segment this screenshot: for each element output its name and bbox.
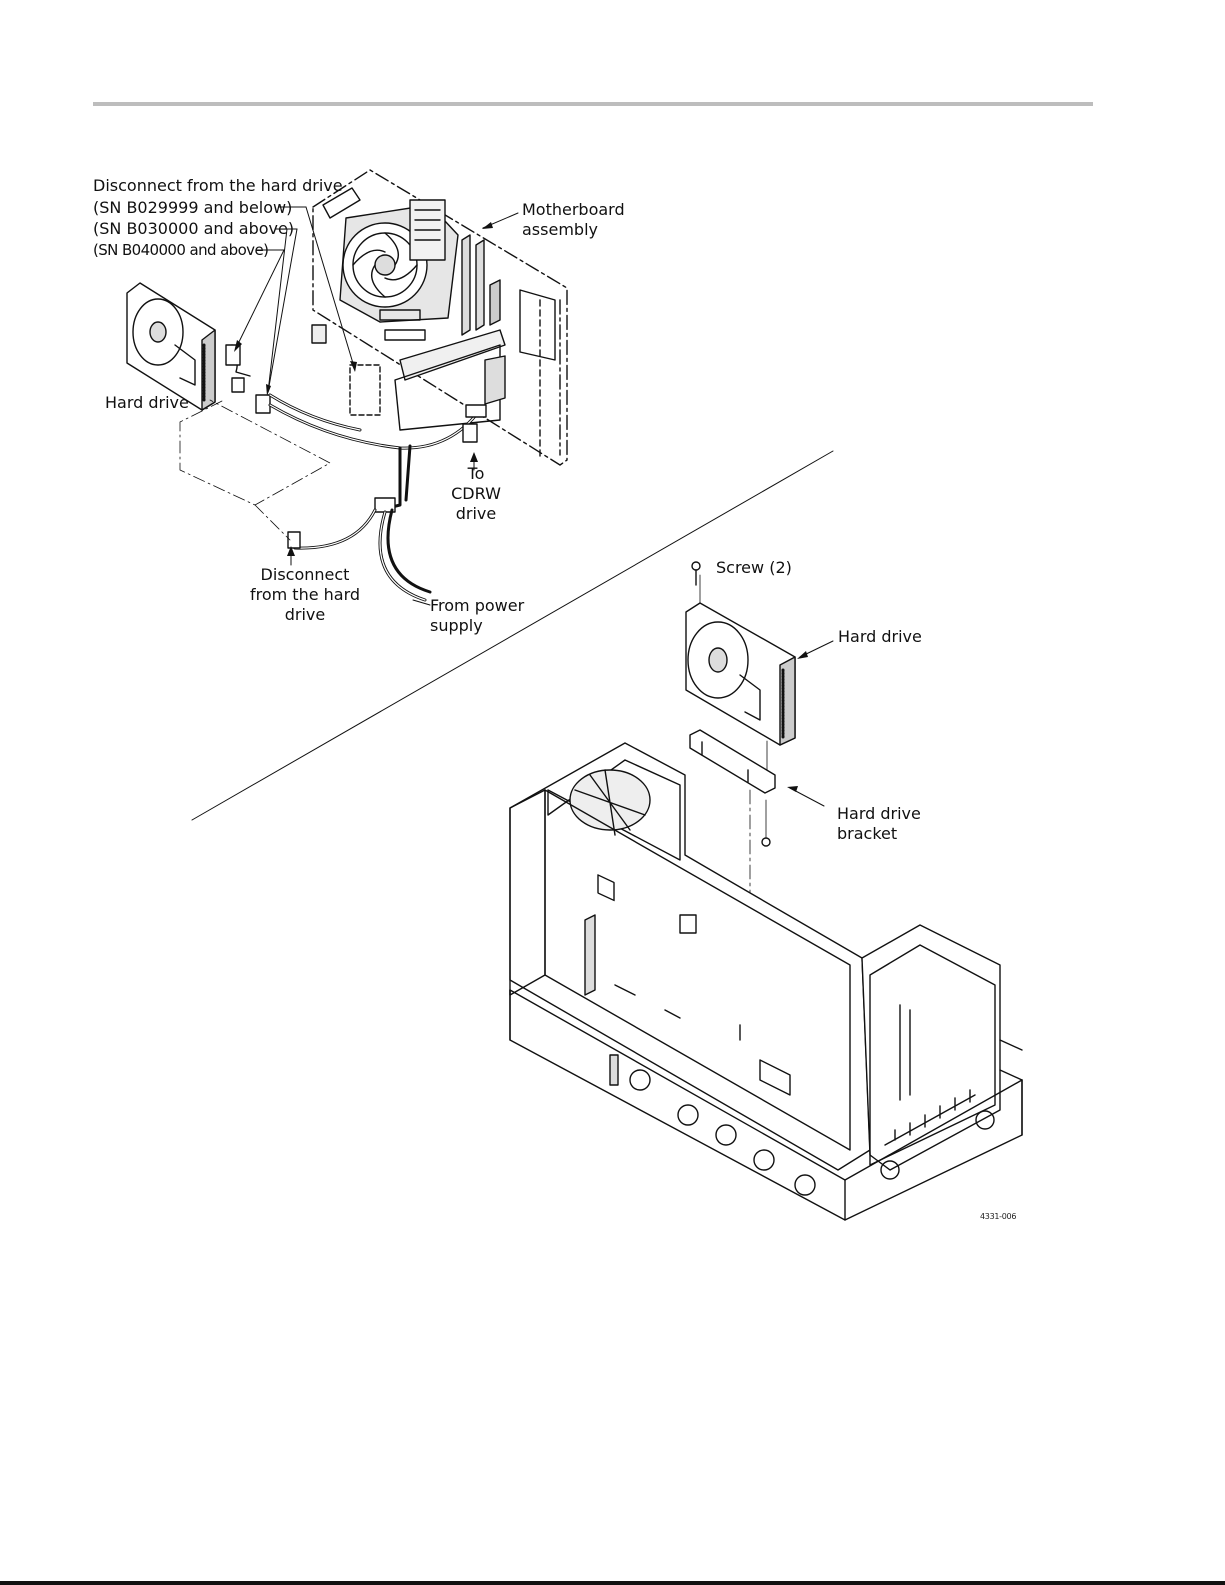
hard-drive-left-drawing <box>127 283 215 410</box>
label-hard-drive-left: Hard drive <box>105 393 189 413</box>
label-sn-below-029999: (SN B029999 and below) <box>93 198 292 218</box>
callout-lines-right <box>790 641 833 806</box>
label-from-power-supply: From power supply <box>430 596 530 636</box>
label-disconnect-top: Disconnect from the hard drive <box>93 176 343 196</box>
footer-rule <box>0 1581 1225 1585</box>
label-hard-drive-right: Hard drive <box>838 627 922 647</box>
label-screw: Screw (2) <box>716 558 792 578</box>
figure-number: 4331-006 <box>980 1212 1016 1221</box>
label-disconnect-bottom: Disconnect from the hard drive <box>240 565 370 625</box>
label-motherboard-assembly: Motherboard assembly <box>522 200 632 240</box>
label-sn-above-040000: (SN B040000 and above) <box>93 240 268 260</box>
label-hard-drive-bracket: Hard drive bracket <box>837 804 927 844</box>
label-to-cdrw-drive: To CDRW drive <box>445 464 507 524</box>
label-sn-above-030000: (SN B030000 and above) <box>93 219 294 239</box>
